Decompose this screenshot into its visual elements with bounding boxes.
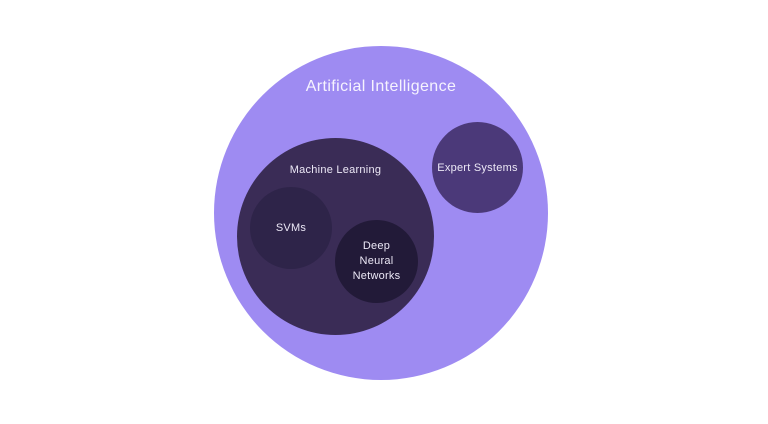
expert-systems-label: Expert Systems	[437, 161, 518, 174]
deep-neural-networks-label: Deep Neural Networks	[352, 240, 401, 282]
machine-learning-label: Machine Learning	[289, 164, 382, 176]
expert-systems-circle: Expert Systems	[432, 122, 523, 213]
artificial-intelligence-label: Artificial Intelligence	[305, 78, 457, 95]
machine-learning-circle: Machine Learning SVMs Deep Neural Networ…	[237, 138, 434, 335]
deep-neural-networks-circle: Deep Neural Networks	[335, 220, 418, 303]
artificial-intelligence-circle: Artificial Intelligence Machine Learning…	[214, 46, 548, 380]
svms-label: SVMs	[275, 222, 307, 234]
svms-circle: SVMs	[250, 187, 332, 269]
